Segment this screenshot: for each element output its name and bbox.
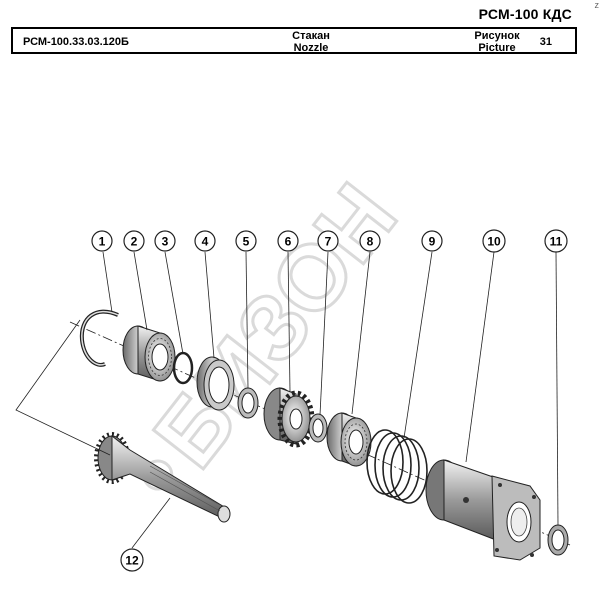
part-7-ring	[308, 413, 328, 443]
callout-5: 5	[235, 230, 257, 252]
svg-text:10: 10	[487, 235, 501, 249]
callout-8: 8	[359, 230, 381, 252]
svg-text:2: 2	[131, 235, 138, 249]
picture-label: Рисунок Picture	[465, 30, 529, 54]
model-title: РСМ-100 КДС	[478, 6, 572, 22]
part-6-gear	[263, 387, 315, 448]
part-5-ring	[237, 387, 259, 419]
svg-text:3: 3	[162, 235, 169, 249]
part-name-ru: Стакан	[292, 30, 330, 42]
part-name-en: Nozzle	[293, 42, 329, 54]
part-2-bearing	[122, 325, 176, 382]
callout-4: 4	[194, 230, 216, 252]
svg-text:5: 5	[243, 235, 250, 249]
callout-3: 3	[154, 230, 176, 252]
svg-text:6: 6	[285, 235, 292, 249]
part-4-spacer-ring	[196, 356, 235, 411]
callout-7: 7	[317, 230, 339, 252]
callout-1: 1	[91, 230, 113, 252]
callout-9: 9	[421, 230, 443, 252]
corner-mark: z	[594, 0, 599, 10]
callout-2: 2	[123, 230, 145, 252]
callout-11: 11	[544, 229, 568, 253]
callout-6: 6	[277, 230, 299, 252]
leader-lines	[15, 251, 559, 549]
svg-text:9: 9	[429, 235, 436, 249]
svg-text:7: 7	[325, 235, 332, 249]
svg-text:4: 4	[202, 235, 209, 249]
part-1-snap-ring	[79, 309, 119, 367]
svg-text:11: 11	[550, 235, 563, 249]
part-8-bearing	[326, 412, 372, 467]
part-name: Стакан Nozzle	[276, 30, 346, 54]
callouts: 1 2 3 4 5 6 7 8 9 10 11 12	[91, 229, 568, 572]
svg-text:12: 12	[125, 554, 139, 568]
part-11-ring	[547, 524, 569, 556]
callout-12: 12	[120, 548, 144, 572]
part-code: РСМ-100.33.03.120Б	[23, 36, 129, 48]
part-12-gear-shaft	[94, 432, 231, 523]
callout-10: 10	[482, 229, 506, 253]
svg-text:8: 8	[367, 235, 374, 249]
picture-label-en: Picture	[478, 42, 516, 54]
header-table: РСМ-100.33.03.120Б Стакан Nozzle Рисунок…	[11, 27, 577, 54]
picture-number: 31	[539, 36, 552, 48]
part-10-nozzle-housing	[425, 459, 541, 561]
picture-label-ru: Рисунок	[474, 30, 520, 42]
part-9-spring	[366, 429, 428, 504]
svg-text:1: 1	[99, 235, 106, 249]
